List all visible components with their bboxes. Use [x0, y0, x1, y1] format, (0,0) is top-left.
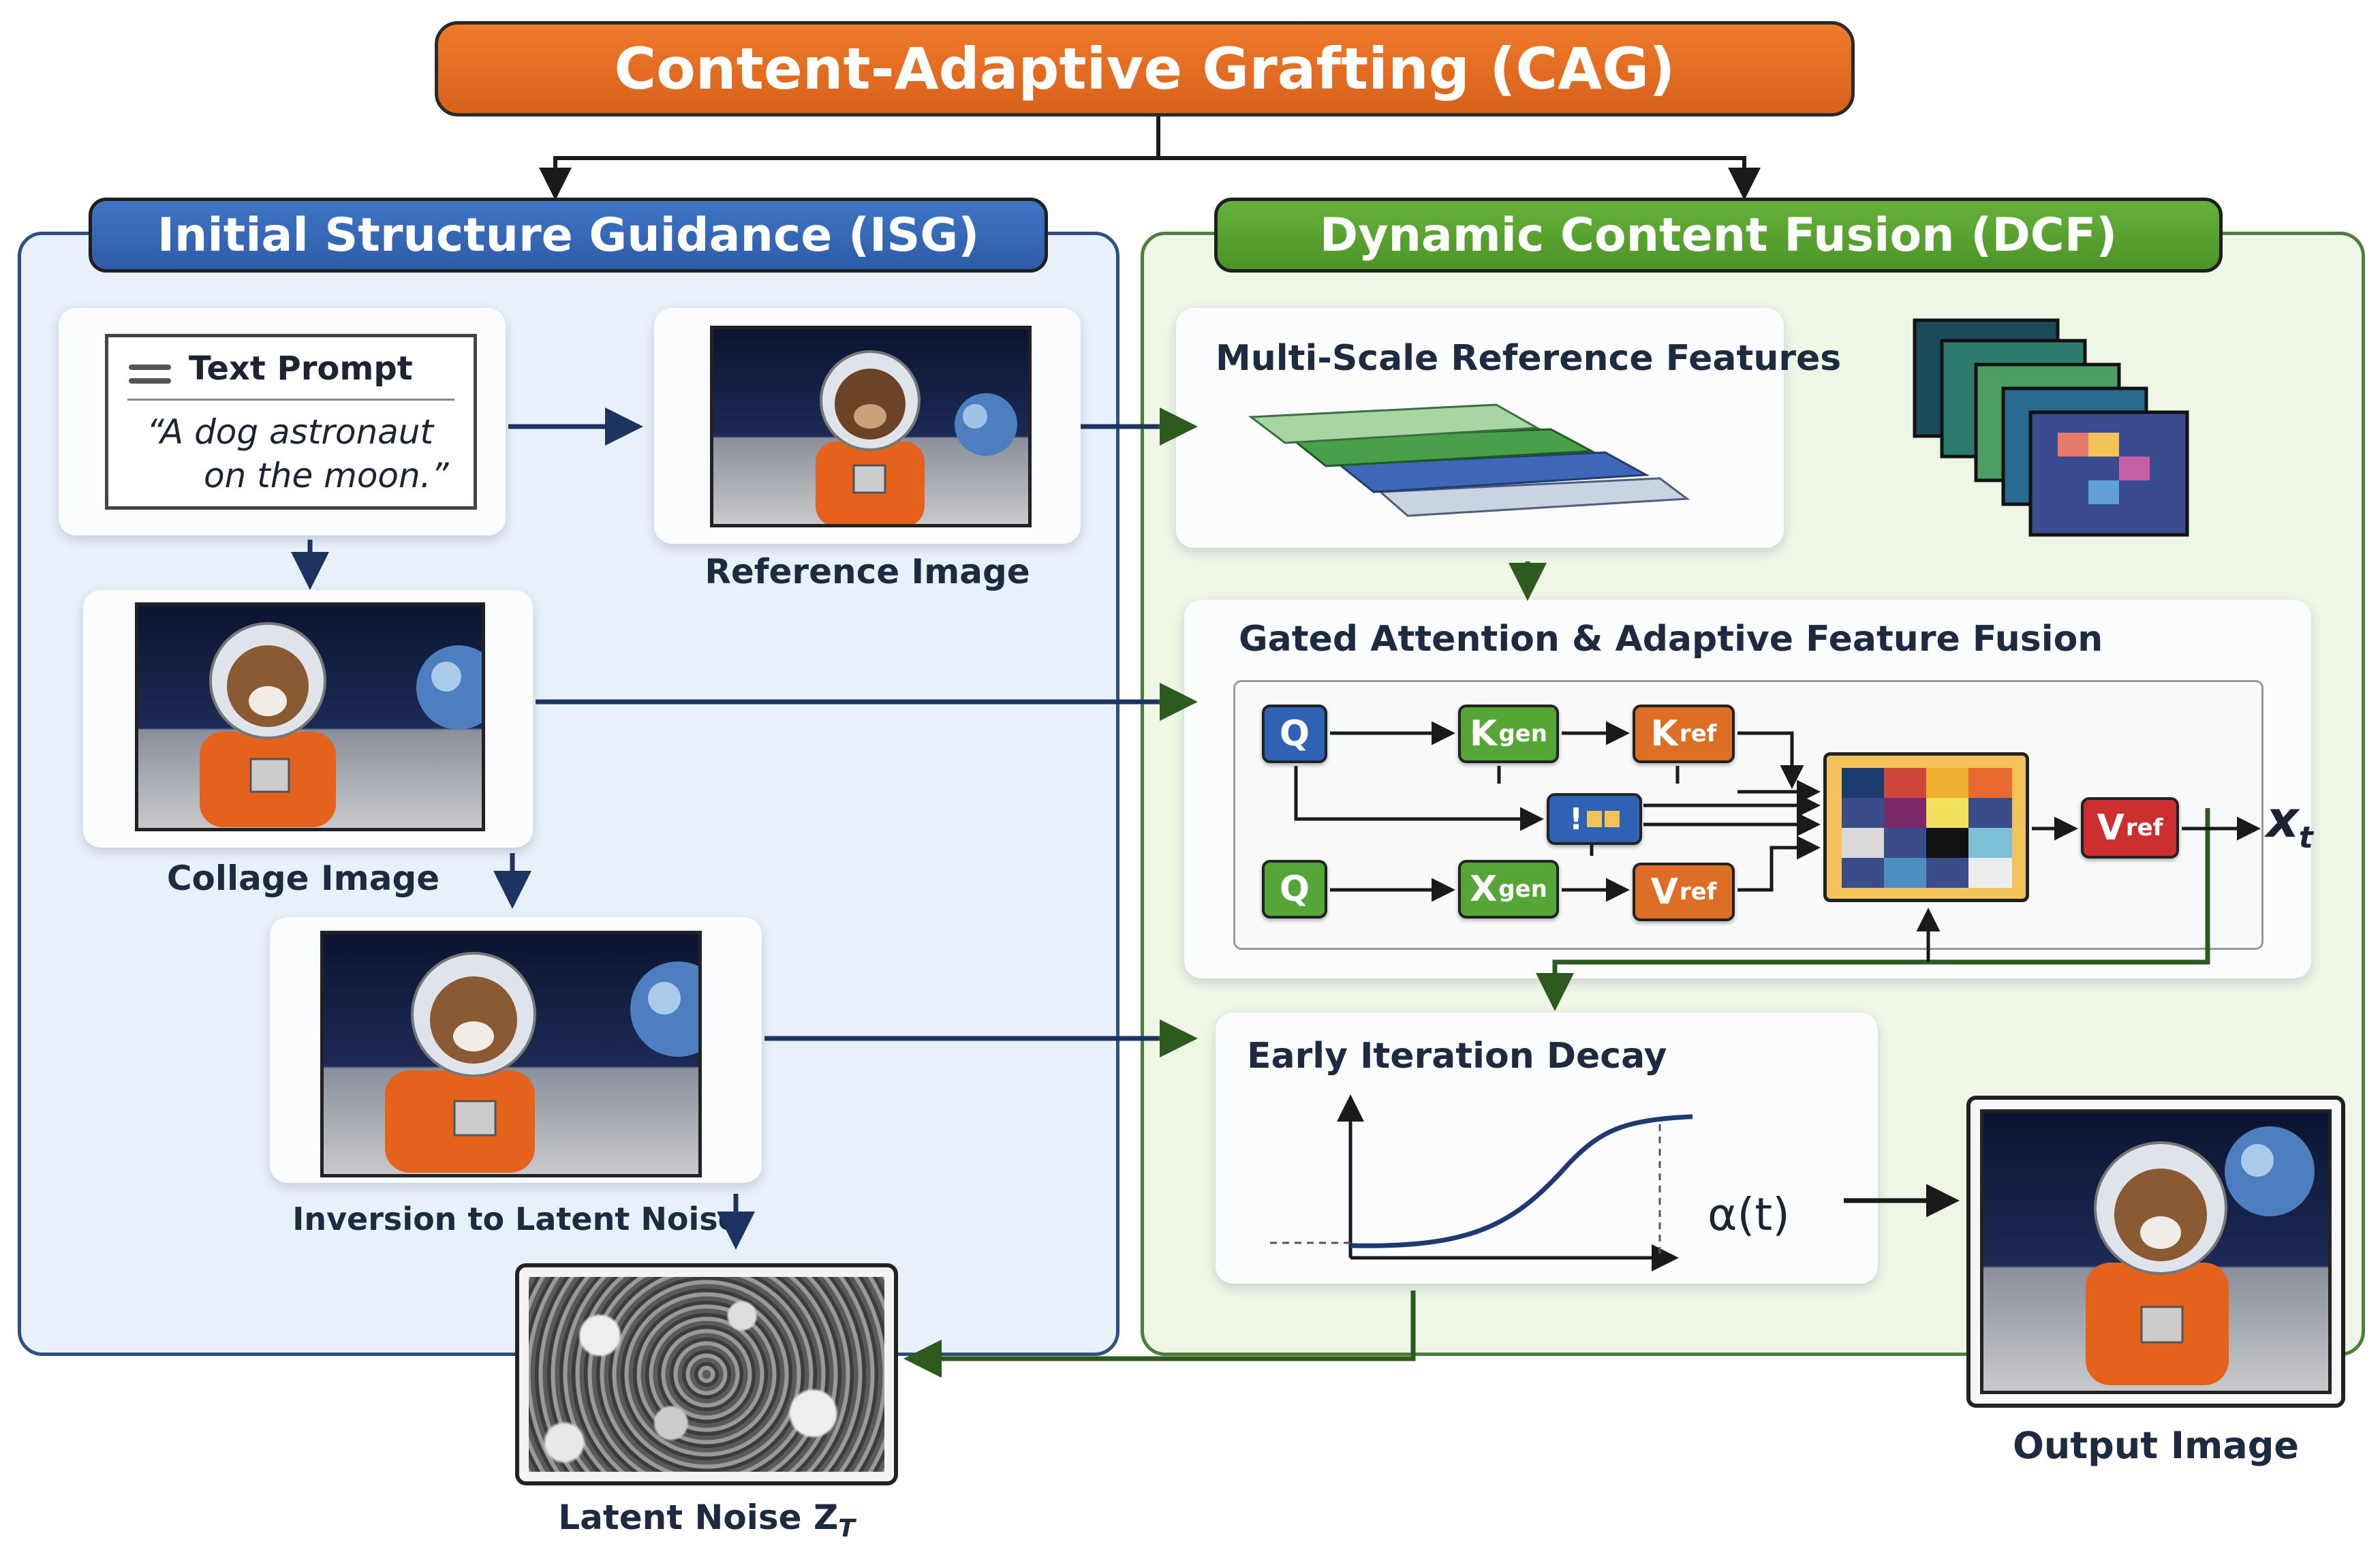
collage-caption: Collage Image — [166, 859, 440, 898]
inversion-image — [320, 931, 702, 1177]
latent-caption: Latent Noise ZT — [558, 1498, 855, 1543]
gated-attention-card: Gated Attention & Adaptive Feature Fusio… — [1184, 600, 2311, 978]
dog-astronaut-picture — [2086, 1126, 2315, 1385]
collage-image — [135, 602, 485, 831]
dog-astronaut-picture — [200, 622, 482, 827]
multiscale-title: Multi-Scale Reference Features — [1216, 338, 1842, 379]
multiscale-card: Multi-Scale Reference Features — [1176, 308, 1841, 548]
gated-title: Gated Attention & Adaptive Feature Fusio… — [1239, 619, 2103, 660]
decay-title: Early Iteration Decay — [1247, 1036, 1667, 1077]
output-image-frame — [1966, 1096, 2345, 1408]
text-prompt-card: Text Prompt “A dog astronaut on the moon… — [59, 308, 506, 536]
main-title: Content-Adaptive Grafting (CAG) — [435, 21, 1855, 117]
prompt-line-1: “A dog astronaut — [146, 412, 434, 452]
q-node-bottom: Q — [1262, 860, 1327, 919]
collage-image-card — [83, 590, 533, 848]
decay-curve-plot — [1270, 1094, 1693, 1271]
attention-matrix-frame — [1823, 752, 2029, 902]
output-caption: Output Image — [2013, 1424, 2299, 1467]
dog-astronaut-picture — [385, 952, 698, 1173]
attention-matrix — [1842, 768, 2012, 888]
latent-noise-image — [529, 1277, 884, 1472]
reference-image-card — [654, 308, 1081, 544]
gate-node: ! — [1547, 793, 1642, 845]
alpha-label: α(t) — [1707, 1188, 1790, 1241]
q-node-top: Q — [1262, 705, 1327, 763]
text-prompt-note: Text Prompt “A dog astronaut on the moon… — [105, 334, 477, 510]
feature-layers-graphic — [1248, 403, 1690, 517]
gate-icon — [1587, 811, 1603, 827]
xt-label: xt — [2266, 790, 2313, 855]
prompt-line-2: on the moon.” — [204, 456, 449, 495]
dog-astronaut-picture — [816, 350, 1017, 524]
text-prompt-label: Text Prompt — [189, 350, 413, 388]
isg-header: Initial Structure Guidance (ISG) — [89, 198, 1048, 273]
inversion-card — [270, 917, 762, 1183]
prompt-divider — [127, 399, 454, 401]
reference-image — [710, 326, 1032, 527]
menu-lines-icon — [129, 365, 171, 370]
dcf-header: Dynamic Content Fusion (DCF) — [1214, 198, 2223, 273]
output-image — [1980, 1109, 2332, 1394]
reference-caption: Reference Image — [705, 552, 1030, 591]
inversion-caption: Inversion to Latent Noise — [292, 1201, 739, 1237]
attention-maps-stack — [1913, 318, 2189, 537]
latent-noise-frame — [515, 1263, 898, 1485]
decay-card: Early Iteration Decay α(t) — [1216, 1013, 1878, 1284]
